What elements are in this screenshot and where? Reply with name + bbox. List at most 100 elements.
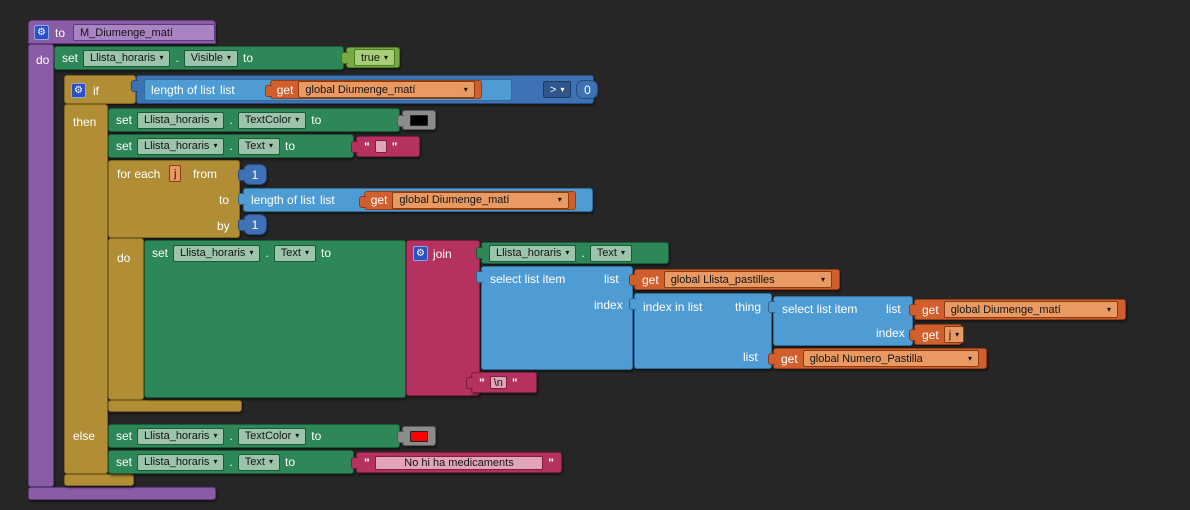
dropdown-label: global Diumenge_matí [305, 83, 416, 96]
component-dropdown[interactable]: Llista_horaris ▾ [489, 244, 577, 262]
connector-tab-icon [351, 457, 358, 469]
component-dropdown[interactable]: Llista_horaris ▾ [173, 244, 261, 262]
connector-tab-icon [768, 301, 775, 313]
variable-dropdown[interactable]: global Diumenge_matí ▾ [298, 81, 475, 98]
keyword-to: to [55, 26, 66, 40]
dot-separator: . [581, 246, 585, 260]
set-textcolor-block[interactable]: set Llista_horaris ▾ . TextColor ▾ to [108, 108, 400, 132]
connector-tab-icon [909, 304, 916, 316]
procedure-left-spine[interactable]: do [28, 44, 54, 487]
property-dropdown[interactable]: Text ▾ [237, 453, 280, 471]
connector-tab-icon [476, 271, 483, 283]
index-in-list-block[interactable]: index in list thing list select list ite… [629, 293, 1126, 369]
keyword-join: join [433, 247, 452, 261]
logic-dropdown[interactable]: true ▾ [354, 49, 395, 66]
dropdown-arrow-icon: ▾ [304, 248, 309, 257]
variable-dropdown[interactable]: global Llista_pastilles ▾ [663, 271, 832, 288]
length-of-list-block[interactable]: length of list list get global Diumenge_… [144, 78, 512, 101]
property-dropdown[interactable]: Text ▾ [237, 137, 280, 155]
dropdown-label: j [948, 328, 952, 341]
number-block-1[interactable]: 1 [238, 164, 267, 185]
get-global-numero-block[interactable]: get global Numero_Pastilla ▾ [768, 348, 987, 369]
procedure-block-header[interactable]: ⚙ to M_Diumenge_matí [28, 20, 216, 44]
logic-true-block[interactable]: true ▾ [341, 47, 400, 68]
select-list-item-block[interactable]: select list item list index get global L… [476, 266, 1126, 370]
keyword-to: to [311, 429, 322, 443]
connector-tab-icon [358, 195, 366, 208]
mutator-gear-icon[interactable]: ⚙ [413, 246, 428, 261]
color-swatch-black[interactable] [410, 114, 428, 126]
quote-mark: " [479, 375, 485, 390]
text-field[interactable]: No hi ha medicaments [374, 455, 544, 470]
color-swatch-red[interactable] [410, 430, 428, 442]
if-block-header[interactable]: ⚙ if [64, 75, 136, 104]
dropdown-arrow-icon: ▾ [213, 457, 218, 466]
keyword-select-list-item: select list item [490, 272, 566, 286]
property-dropdown[interactable]: TextColor ▾ [237, 111, 307, 129]
component-dropdown[interactable]: Llista_horaris ▾ [137, 137, 225, 155]
connector-tab-icon [397, 431, 404, 443]
component-text-getter-block[interactable]: Llista_horaris ▾ . Text ▾ [476, 242, 669, 264]
connector-tab-icon [629, 274, 636, 286]
set-text-block[interactable]: set Llista_horaris ▾ . Text ▾ to [108, 134, 354, 158]
property-dropdown[interactable]: TextColor ▾ [237, 427, 307, 445]
procedure-name-field[interactable]: M_Diumenge_matí [73, 24, 215, 41]
color-block[interactable] [397, 110, 436, 130]
operator-dropdown[interactable]: > ▾ [543, 81, 572, 98]
get-global-diumenge-block[interactable]: get global Diumenge_matí ▾ [358, 190, 576, 210]
set-text-block[interactable]: set Llista_horaris ▾ . Text ▾ to [108, 450, 354, 474]
compare-block[interactable]: length of list list get global Diumenge_… [131, 75, 599, 104]
property-dropdown[interactable]: Text ▾ [273, 244, 316, 262]
keyword-set: set [116, 455, 133, 469]
if-block-bottom-bar[interactable] [64, 474, 134, 486]
keyword-list: list [320, 193, 335, 207]
text-field[interactable]: \n [489, 376, 507, 389]
component-dropdown[interactable]: Llista_horaris ▾ [137, 453, 225, 471]
for-each-block[interactable]: for each j from to by 1 length of list l… [108, 160, 593, 238]
component-dropdown[interactable]: Llista_horaris ▾ [137, 427, 225, 445]
keyword-list: list [220, 82, 235, 97]
dropdown-arrow-icon: ▾ [268, 141, 273, 150]
set-visible-block[interactable]: set Llista_horaris ▾ . Visible ▾ to [54, 46, 344, 70]
length-of-list-block[interactable]: length of list list get global Diumenge_… [238, 188, 593, 212]
dropdown-label: Llista_horaris [144, 114, 210, 126]
dropdown-label: TextColor [244, 430, 292, 442]
dropdown-label: Llista_horaris [144, 140, 210, 152]
quote-mark: " [364, 139, 370, 154]
select-list-item-block[interactable]: select list item list index get global D… [768, 296, 1126, 346]
variable-dropdown[interactable]: global Diumenge_matí ▾ [943, 301, 1118, 318]
keyword-get: get [642, 272, 659, 287]
variable-dropdown[interactable]: global Diumenge_matí ▾ [392, 191, 569, 209]
number-block-1[interactable]: 1 [238, 214, 267, 235]
property-dropdown[interactable]: Visible ▾ [183, 49, 239, 67]
variable-dropdown[interactable]: global Numero_Pastilla ▾ [802, 350, 979, 367]
if-block-spine[interactable]: then else [64, 104, 108, 474]
connector-tab-icon [629, 298, 636, 310]
mutator-gear-icon[interactable]: ⚙ [34, 25, 49, 40]
get-j-block[interactable]: get j ▾ [909, 324, 965, 345]
mutator-gear-icon[interactable]: ⚙ [71, 83, 86, 98]
set-textcolor-block[interactable]: set Llista_horaris ▾ . TextColor ▾ to [108, 424, 400, 448]
property-dropdown[interactable]: Text ▾ [589, 244, 632, 262]
for-each-spine[interactable]: do [108, 238, 144, 400]
text-string-block-newline[interactable]: " \n " [466, 372, 537, 393]
variable-dropdown[interactable]: j ▾ [943, 326, 965, 343]
join-block[interactable]: ⚙ join Llista_horaris ▾ . Text ▾ select … [406, 240, 1126, 396]
procedure-bottom-bar[interactable] [28, 487, 216, 500]
dropdown-arrow-icon: ▾ [295, 115, 300, 124]
for-each-bottom-bar[interactable] [108, 400, 242, 412]
get-global-diumenge-block[interactable]: get global Diumenge_matí ▾ [909, 299, 1126, 320]
color-block[interactable] [397, 426, 436, 446]
get-global-pastilles-block[interactable]: get global Llista_pastilles ▾ [629, 269, 840, 290]
component-dropdown[interactable]: Llista_horaris ▾ [83, 49, 171, 67]
get-global-diumenge-block[interactable]: get global Diumenge_matí ▾ [264, 80, 482, 99]
set-text-join-block[interactable]: set Llista_horaris ▾ . Text ▾ to [144, 240, 406, 398]
connector-tab-icon [476, 247, 483, 259]
text-string-block-empty[interactable]: " " [351, 136, 420, 157]
text-field[interactable] [374, 140, 387, 153]
component-dropdown[interactable]: Llista_horaris ▾ [137, 111, 225, 129]
text-string-block-message[interactable]: " No hi ha medicaments " [351, 452, 562, 473]
number-block-0[interactable]: 0 [576, 80, 599, 99]
loop-variable-field[interactable]: j [169, 165, 182, 182]
